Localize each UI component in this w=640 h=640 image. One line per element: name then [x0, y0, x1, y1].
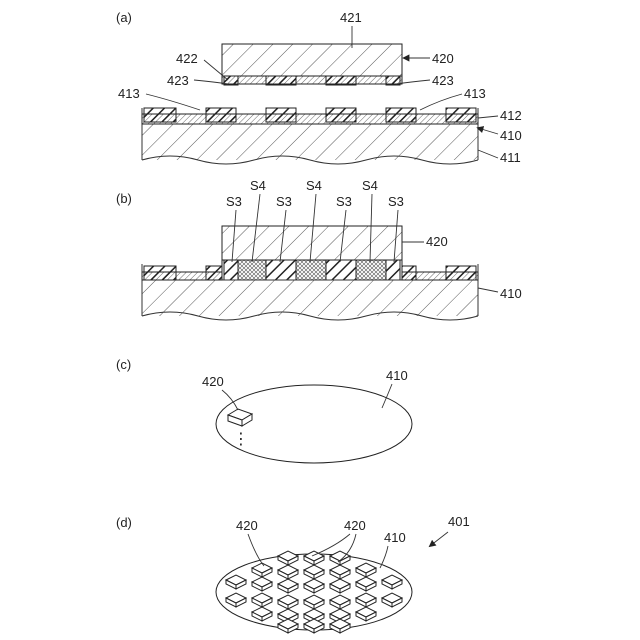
label-420-c: 420 — [202, 374, 224, 389]
label-423-left: 423 — [167, 73, 189, 88]
label-410-b: 410 — [500, 286, 522, 301]
substrate-b — [142, 280, 478, 316]
label-422: 422 — [176, 51, 198, 66]
panel-d-label: (d) — [116, 515, 132, 530]
bond-regions-s4 — [238, 260, 386, 280]
chip-bottom-layer-422 — [222, 76, 402, 84]
label-412: 412 — [500, 108, 522, 123]
label-423-right: 423 — [432, 73, 454, 88]
label-420-d-left: 420 — [236, 518, 258, 533]
panel-a: (a) 421 420 42 — [116, 10, 522, 165]
layer-412 — [142, 114, 478, 124]
label-411: 411 — [500, 150, 521, 165]
label-410-d: 410 — [384, 530, 406, 545]
label-420-b: 420 — [426, 234, 448, 249]
substrate-411 — [142, 124, 478, 160]
panel-b: (b) S3 S4 S3 S4 S3 S4 S3 — [116, 178, 522, 320]
label-413-left: 413 — [118, 86, 140, 101]
panel-c-label: (c) — [116, 357, 131, 372]
label-s3-3: S3 — [336, 194, 352, 209]
pad-b-2 — [206, 266, 222, 280]
panel-c: (c) ⋮ 420 410 — [116, 357, 412, 463]
label-s4-3: S4 — [362, 178, 378, 193]
label-s3-1: S3 — [226, 194, 242, 209]
label-420-a: 420 — [432, 51, 454, 66]
panel-d: (d) 420 420 410 401 — [116, 514, 470, 633]
pad-b-4 — [446, 266, 476, 280]
pad-b-3 — [402, 266, 416, 280]
label-s3-2: S3 — [276, 194, 292, 209]
label-413-right: 413 — [464, 86, 486, 101]
label-s4-1: S4 — [250, 178, 266, 193]
label-s3-4: S3 — [388, 194, 404, 209]
ellipsis-dots: ⋮ — [233, 431, 249, 448]
label-410-c: 410 — [386, 368, 408, 383]
label-420-d-right: 420 — [344, 518, 366, 533]
panel-b-label: (b) — [116, 191, 132, 206]
label-s4-2: S4 — [306, 178, 322, 193]
label-401: 401 — [448, 514, 470, 529]
label-410-a: 410 — [500, 128, 522, 143]
label-421: 421 — [340, 10, 362, 25]
chip-body-421 — [222, 44, 402, 76]
arrow-icon — [430, 532, 448, 546]
panel-a-label: (a) — [116, 10, 132, 25]
pad-b-1 — [144, 266, 176, 280]
